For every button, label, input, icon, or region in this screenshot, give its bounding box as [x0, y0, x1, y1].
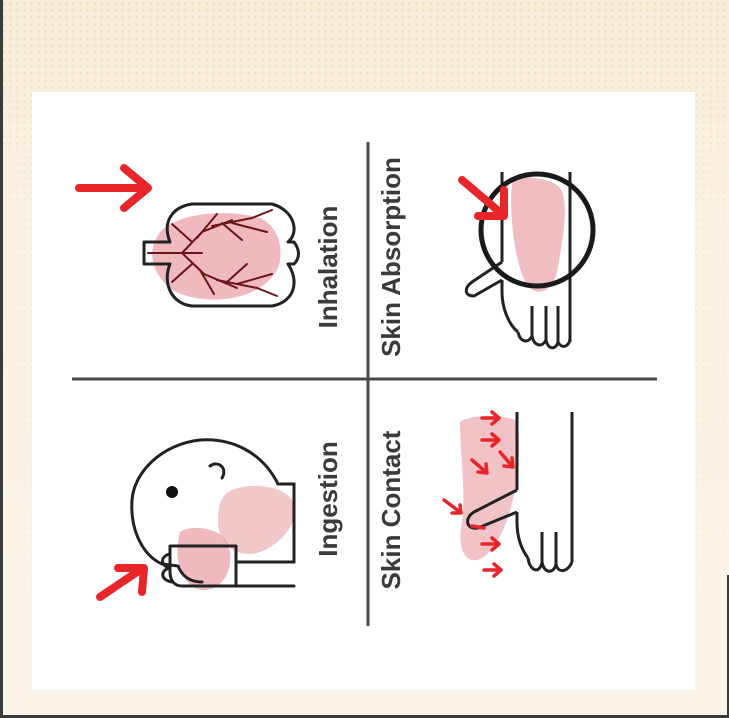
ingestion-label: Ingestion	[313, 441, 343, 557]
inhalation-arrow-icon	[79, 168, 148, 208]
skin-absorption-label: Skin Absorption	[376, 157, 406, 357]
ingestion-arrow-icon	[100, 568, 144, 597]
diagram-canvas: Inhalation Skin Absorption Ingestion Ski…	[32, 92, 695, 690]
skin-contact-label: Skin Contact	[376, 430, 406, 589]
lungs-icon	[79, 168, 299, 306]
person-drinking-icon	[100, 440, 295, 597]
hand-contact-icon	[444, 412, 572, 576]
inhalation-label: Inhalation	[313, 206, 343, 329]
frame-left-border	[0, 0, 3, 718]
arm-with-circle-icon	[462, 172, 593, 348]
exposure-routes-diagram: Inhalation Skin Absorption Ingestion Ski…	[32, 92, 695, 690]
